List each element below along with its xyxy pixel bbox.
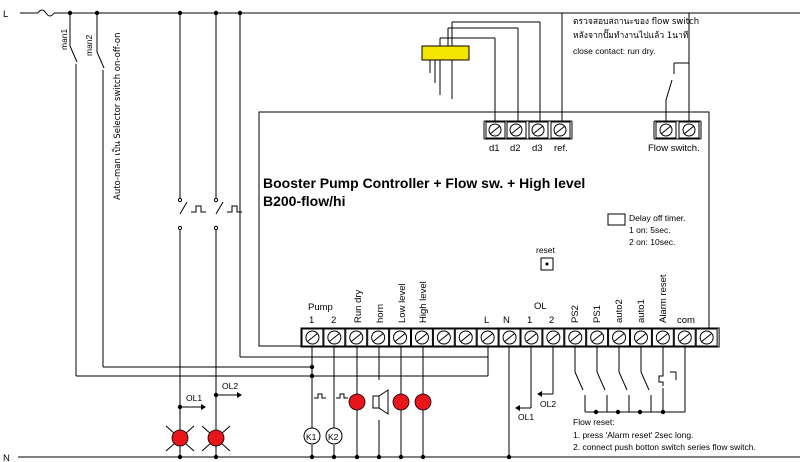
flow-reset-step1: 1. press 'Alarm reset' 2sec long.	[573, 430, 693, 440]
controller-model: B200-flow/hi	[263, 193, 345, 209]
k2-label: K2	[328, 432, 339, 442]
terminal-ol-2[interactable]	[564, 328, 587, 347]
flow-note-thai-1: ตรวจสอบสถานะของ flow switch	[573, 17, 699, 27]
terminal-ol-1[interactable]	[542, 328, 565, 347]
input-switch-bank	[574, 346, 686, 415]
terminal-ref[interactable]	[550, 121, 571, 139]
terminal-blank-1[interactable]	[432, 328, 455, 347]
man1-switch	[69, 13, 488, 377]
l-terminal-label: L	[484, 315, 489, 326]
terminal-com[interactable]	[695, 328, 718, 347]
line-rail	[20, 9, 800, 17]
auto2-label: auto2	[614, 299, 625, 323]
ol-label: OL	[534, 301, 547, 312]
high-level-label: High level	[418, 281, 429, 323]
auto1-label: auto1	[636, 299, 647, 323]
controller-box	[258, 111, 710, 347]
bottom-terminal-strip	[300, 327, 720, 348]
delay-timer-switch[interactable]	[607, 213, 626, 226]
top-terminal-block-sensors	[483, 120, 573, 140]
k2-contactor-coil	[325, 427, 343, 445]
k1-contactor-coil	[303, 427, 321, 445]
terminal-horn[interactable]	[367, 328, 390, 347]
ol-input-2-label: OL2	[540, 399, 556, 409]
terminal-auto2[interactable]	[630, 328, 652, 347]
ol2-fault-lamp	[201, 425, 231, 452]
n-terminal-feed	[506, 346, 512, 460]
pump-1-label: 1	[309, 315, 314, 326]
ol2-relay-line	[213, 13, 242, 460]
pump-2-label: 2	[331, 315, 336, 326]
terminal-auto1[interactable]	[651, 328, 674, 347]
terminal-flow-switch-1[interactable]	[655, 121, 677, 139]
flow-note-english: close contact: run dry.	[573, 46, 656, 56]
ol-input-1-label: OL1	[518, 412, 534, 422]
low-level-lamp	[392, 393, 410, 411]
n-terminal-label: N	[503, 315, 510, 326]
terminal-ps2[interactable]	[586, 328, 609, 347]
controller-l-feed	[239, 13, 489, 376]
top-terminal-block-flow	[653, 120, 702, 140]
com-label: com	[677, 315, 695, 326]
ol2-label: OL2	[222, 381, 238, 391]
high-level-lamp	[414, 393, 432, 411]
delay-timer-option2: 2 on: 10sec.	[629, 237, 675, 247]
terminal-blank-2[interactable]	[454, 328, 477, 347]
terminal-run-dry[interactable]	[345, 328, 368, 347]
horn-icon	[372, 389, 389, 415]
flow-reset-title: Flow reset:	[573, 417, 615, 427]
ps2-label: PS2	[570, 305, 581, 323]
reset-label: reset	[536, 245, 556, 255]
terminal-l[interactable]	[498, 328, 521, 347]
man1-label: man1	[59, 28, 69, 50]
terminal-n[interactable]	[520, 328, 543, 347]
alarm-reset-label: Alarm reset	[658, 274, 669, 323]
man2-label: man2	[84, 34, 94, 56]
terminal-d2[interactable]	[506, 121, 527, 139]
delay-timer-title: Delay off timer.	[629, 213, 686, 223]
man2-switch	[96, 13, 306, 368]
selector-switch-note: Auto-man เป็น Selector switch on-off-on	[111, 33, 123, 201]
ps1-label: PS1	[592, 305, 603, 323]
terminal-d2-label: d2	[510, 143, 521, 154]
terminal-d3-label: d3	[532, 143, 543, 154]
pump-label: Pump	[308, 302, 333, 313]
ol1-relay-line	[177, 13, 206, 460]
run-dry-lamp	[348, 393, 366, 411]
flow-switch-contact	[665, 13, 690, 122]
terminal-high-level[interactable]	[411, 328, 433, 347]
terminal-d3[interactable]	[528, 121, 549, 139]
ol-1-label: 1	[527, 315, 532, 326]
terminal-blank-3[interactable]	[476, 328, 499, 347]
ol-2-label: 2	[549, 315, 554, 326]
terminal-flow-switch-2[interactable]	[678, 121, 700, 139]
horn-label: horn	[375, 304, 386, 323]
low-level-label: Low level	[397, 283, 408, 323]
pump-contactor-circuit	[306, 346, 348, 460]
flow-note-thai-2: หลังจากปั๊มทำงานไปแล้ว 1นาที	[573, 28, 689, 41]
k1-label: K1	[306, 432, 317, 442]
terminal-low-level[interactable]	[389, 328, 412, 347]
ol-input-2	[537, 346, 554, 397]
terminal-ref-label: ref.	[554, 143, 568, 154]
delay-timer-option1: 1 on: 5sec.	[629, 225, 671, 235]
run-dry-label: Run dry	[353, 289, 364, 323]
terminal-d1-label: d1	[489, 143, 500, 154]
terminal-alarm-reset[interactable]	[673, 328, 696, 347]
line-rail-label: L	[3, 9, 8, 20]
terminal-pump-2[interactable]	[323, 328, 346, 347]
terminal-ps1[interactable]	[608, 328, 630, 347]
controller-title: Booster Pump Controller + Flow sw. + Hig…	[263, 175, 585, 191]
reset-button[interactable]	[540, 257, 554, 271]
ol1-fault-lamp	[165, 425, 195, 452]
flow-switch-label: Flow switch.	[648, 143, 700, 154]
terminal-d1[interactable]	[485, 121, 506, 139]
level-sensor-probes	[421, 13, 563, 122]
flow-reset-step2: 2. connect push botton switch series flo…	[573, 442, 756, 452]
terminal-pump-1[interactable]	[301, 328, 324, 347]
ol-input-1	[515, 346, 532, 411]
neutral-rail-label: N	[3, 453, 10, 462]
ol1-label: OL1	[186, 393, 202, 403]
